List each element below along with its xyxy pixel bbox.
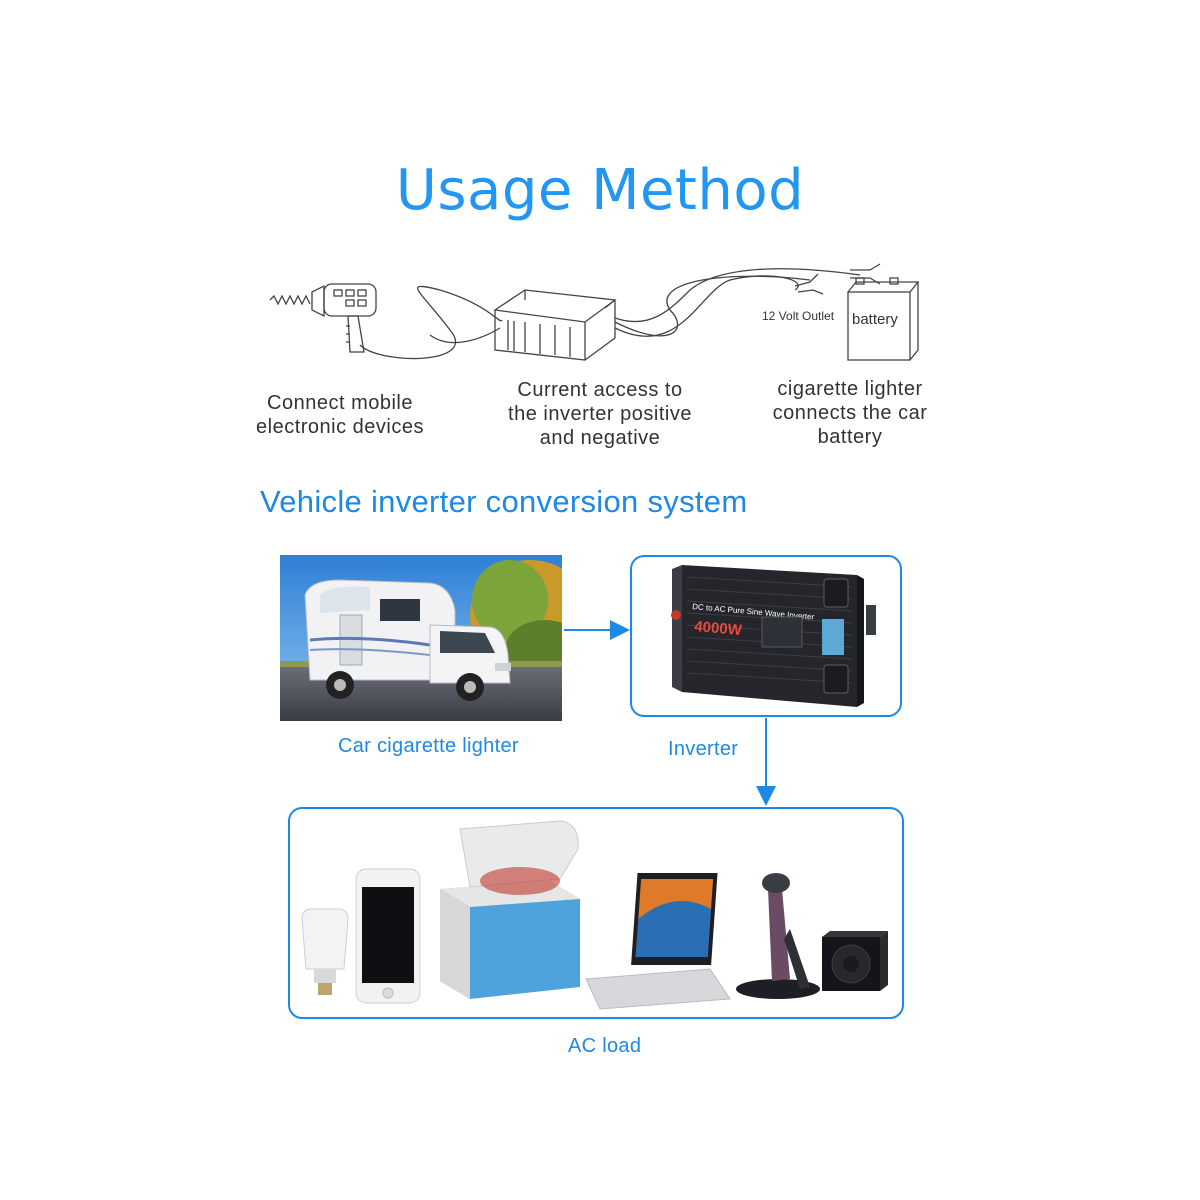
cable-1 [359,285,503,360]
cable-4 [614,275,799,337]
phone-icon [355,868,421,1004]
inverter-box: DC to AC Pure Sine Wave Inverter 4000W [630,555,902,717]
cable-1b [429,327,501,344]
cable-3 [614,275,811,337]
rv-image [280,555,562,721]
outlet-label: 12 Volt Outlet [762,309,835,323]
section-subtitle: Vehicle inverter conversion system [260,484,748,519]
caption-battery: cigarette lighter connects the car batte… [740,377,960,449]
car-photo [280,555,562,721]
clamp-icon [794,263,881,295]
cable-2 [614,268,861,323]
caption-current: Current access to the inverter positive … [480,378,720,450]
battery-label: battery [852,311,898,328]
shaver-icon [736,873,820,999]
car-label: Car cigarette lighter [338,735,519,757]
laptop-icon [585,873,731,1010]
car-fridge-icon [440,820,580,999]
page-title: Usage Method [395,158,805,223]
bulb-icon [301,908,349,995]
inverter-image: DC to AC Pure Sine Wave Inverter 4000W [671,565,876,707]
caption-devices-text: Connect mobile electronic devices [256,392,424,438]
inverter-sketch-icon [493,289,617,361]
inverter-power-text: 4000W [694,618,744,639]
battery-icon [847,277,920,361]
ac-load-box [288,807,904,1019]
caption-battery-text: cigarette lighter connects the car batte… [772,378,928,448]
ac-load-label: AC load [568,1035,642,1057]
caption-current-text: Current access to the inverter positive … [508,379,692,449]
usage-diagram: 12 Volt Outlet battery [269,263,920,361]
speaker-icon [822,931,888,991]
inverter-label: Inverter [668,738,739,760]
ac-load-devices [301,820,888,1010]
drill-icon [269,283,377,353]
caption-devices: Connect mobile electronic devices [230,391,450,439]
